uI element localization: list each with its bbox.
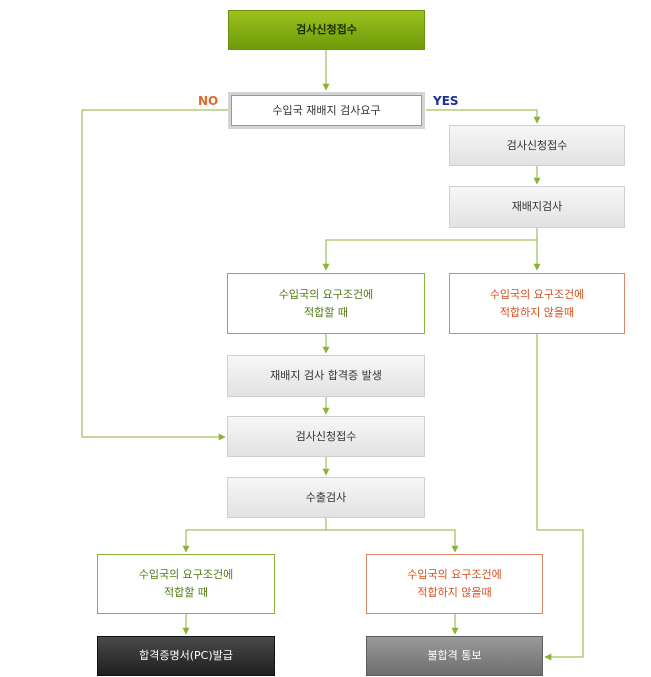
node-unfit-1-line2: 적합하지 않을때 — [499, 305, 575, 319]
node-fit-2-line1: 수입국의 요구조건에 — [138, 568, 234, 581]
node-yes-apply-text: 검사신청접수 — [506, 138, 568, 152]
yes-label: YES — [433, 94, 459, 108]
arrow-export-split — [182, 518, 327, 553]
node-top-apply: 검사신청접수 — [228, 10, 425, 50]
arrow-no-branch — [81, 109, 228, 441]
no-label: NO — [198, 94, 219, 108]
node-unfit-1-line1: 수입국의 요구조건에 — [489, 287, 585, 301]
node-unfit-2-line1: 수입국의 요구조건에 — [407, 568, 502, 581]
node-unfit-2-line2: 적합하지 않을때 — [417, 586, 492, 599]
arrow-field-to-fit — [322, 239, 537, 271]
node-yes-apply: 검사신청접수 — [449, 125, 625, 166]
arrow-export-split-right — [326, 529, 459, 553]
node-top-apply-text: 검사신청접수 — [296, 23, 357, 36]
node-fit-2: 수입국의 요구조건에 적합할 때 — [97, 554, 275, 614]
node-fail-notice: 불합격 통보 — [366, 636, 543, 676]
node-export-inspection-text: 수출검사 — [305, 490, 347, 504]
node-cert-issue-text: 재배지 검사 합격증 발생 — [270, 369, 382, 382]
node-unfit-2: 수입국의 요구조건에 적합하지 않을때 — [366, 554, 543, 614]
node-requirement-text: 수입국 재배지 검사요구 — [272, 103, 381, 117]
node-apply-2-text: 검사신청접수 — [295, 429, 357, 443]
node-pc-issue-text: 합격증명서(PC)발급 — [139, 649, 233, 662]
node-export-inspection: 수출검사 — [227, 477, 425, 518]
node-fit-1-line2: 적합할 때 — [304, 305, 348, 319]
arrow-yes-branch — [426, 109, 541, 124]
arrow-unfit1-to-fail — [536, 334, 584, 661]
node-apply-2: 검사신청접수 — [227, 416, 425, 457]
node-fit-1-line1: 수입국의 요구조건에 — [278, 287, 374, 301]
node-field-inspection-text: 재배지검사 — [511, 200, 563, 213]
node-cert-issue: 재배지 검사 합격증 발생 — [227, 355, 425, 397]
node-fail-notice-text: 불합격 통보 — [427, 649, 482, 662]
node-fit-1: 수입국의 요구조건에 적합할 때 — [227, 273, 425, 334]
node-pc-issue: 합격증명서(PC)발급 — [97, 636, 275, 676]
node-field-inspection: 재배지검사 — [449, 186, 625, 228]
node-fit-2-line2: 적합할 때 — [164, 586, 208, 599]
node-requirement: 수입국 재배지 검사요구 — [228, 92, 425, 129]
node-unfit-1: 수입국의 요구조건에 적합하지 않을때 — [449, 273, 625, 334]
